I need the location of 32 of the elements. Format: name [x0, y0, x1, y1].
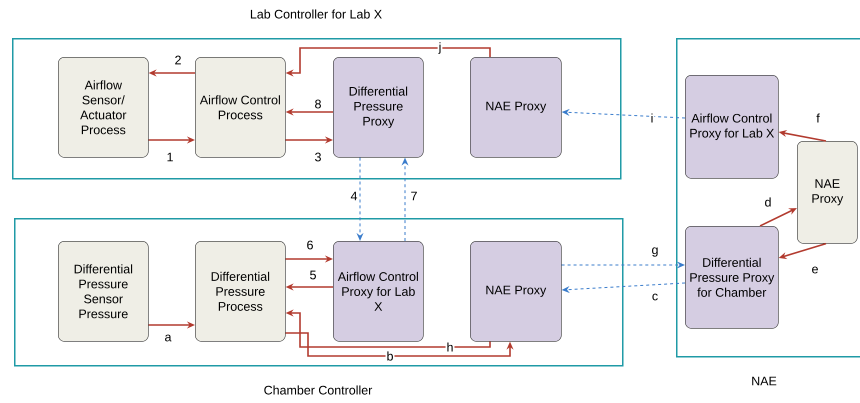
edge-label: e [810, 266, 820, 274]
process-box: Differential Pressure Sensor Pressure [58, 241, 149, 342]
process-box: Differential Pressure Process [195, 241, 286, 342]
edge-label: b [386, 350, 394, 362]
edge-label: g [650, 246, 660, 258]
edge-label: c [650, 292, 660, 302]
process-box: NAE Proxy [797, 141, 858, 244]
edge-label: 4 [350, 190, 358, 202]
edge-label: d [764, 196, 772, 208]
process-box: NAE Proxy [470, 57, 562, 158]
edge-label: j [438, 41, 442, 55]
edge-label: f [815, 112, 821, 124]
edge-label: 3 [314, 152, 322, 162]
edge-label: 8 [314, 98, 322, 110]
edge-label: h [446, 342, 454, 353]
panel-title: NAE [752, 376, 776, 386]
panel-title: Chamber Controller [264, 385, 372, 395]
process-box: Airflow Sensor/ Actuator Process [58, 57, 149, 158]
process-box: Differential Pressure Proxy for Chamber [685, 226, 779, 329]
process-box: Airflow Control Process [195, 57, 286, 158]
edge-label: a [164, 334, 172, 342]
process-box: NAE Proxy [470, 241, 562, 342]
panel-title: Lab Controller for Lab X [250, 9, 382, 19]
edge-label: 5 [308, 270, 318, 280]
edge-label: i [650, 112, 654, 124]
edge-label: 7 [410, 190, 418, 202]
process-box: Airflow Control Proxy for Lab X [685, 75, 779, 179]
edge-label: 2 [174, 54, 182, 66]
edge-label: 1 [166, 152, 174, 162]
edge-label: 6 [306, 240, 314, 250]
process-box: Differential Pressure Proxy [333, 57, 424, 158]
process-box: Airflow Control Proxy for Lab X [333, 241, 424, 342]
